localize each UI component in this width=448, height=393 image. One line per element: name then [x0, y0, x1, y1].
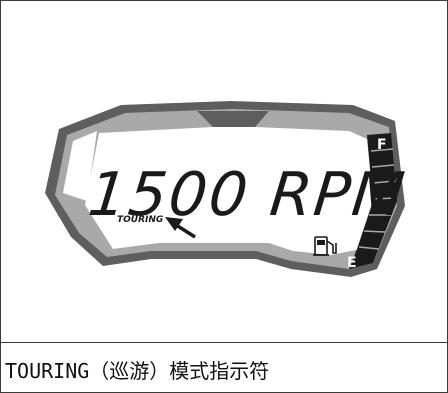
touring-mode-label: TOURING — [117, 215, 163, 225]
lcd-left-wing — [63, 131, 97, 201]
lcd-screen — [85, 127, 373, 255]
instrument-illustration: F E 1500 RPM TOURING — [1, 1, 447, 342]
pointer-arrow-icon — [165, 217, 196, 239]
rpm-readout: 1500 RPM — [85, 160, 410, 230]
fuel-full-marker: F — [377, 137, 387, 153]
fuel-empty-marker: E — [347, 255, 357, 271]
caption-divider — [1, 342, 447, 343]
lcd-cluster: F E 1500 RPM TOURING — [45, 101, 410, 277]
figure-caption: TOURING（巡游）模式指示符 — [5, 359, 270, 383]
fuel-pump-icon — [313, 236, 337, 256]
fuel-gauge-strip — [349, 133, 397, 269]
fuel-gauge-segments — [358, 148, 397, 250]
bezel-top-notch — [197, 111, 269, 127]
